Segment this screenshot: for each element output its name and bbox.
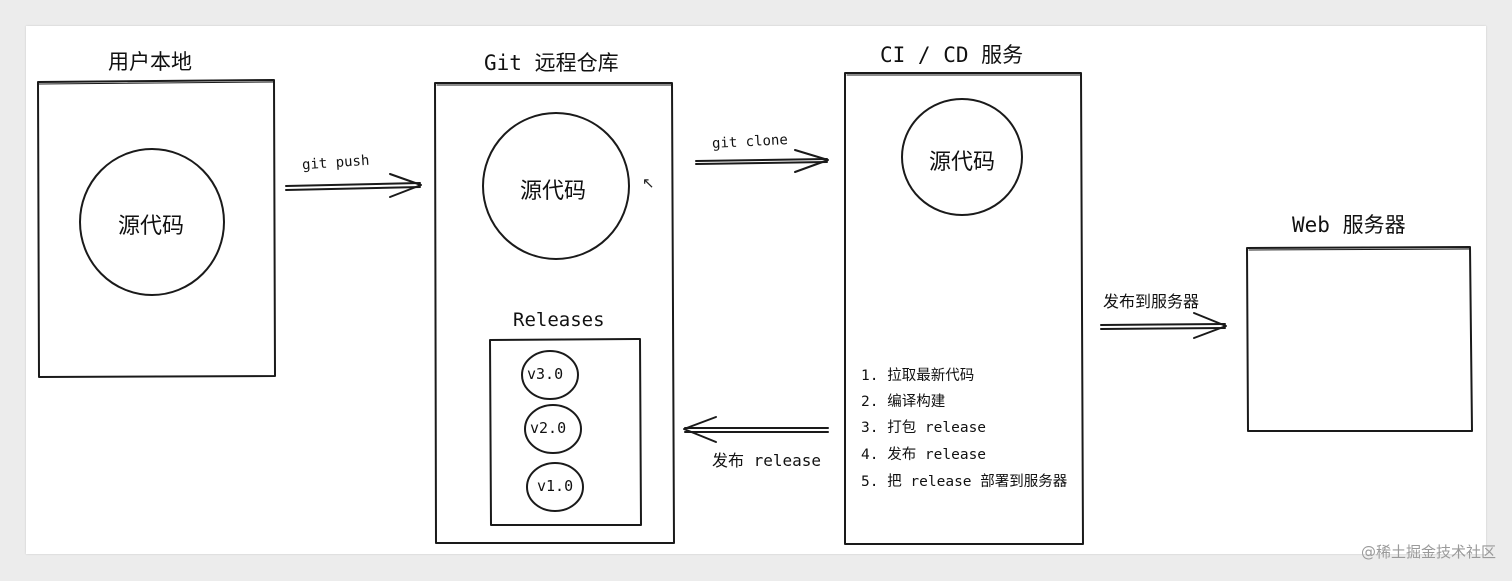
version-label-v3: v3.0: [527, 365, 564, 383]
local-box: [37, 79, 276, 378]
version-circle-v3: [521, 350, 579, 400]
cursor-icon: ↖: [642, 174, 655, 192]
git-push-arrow: [285, 173, 422, 198]
publish-release-label: 发布 release: [712, 451, 822, 470]
deploy-label: 发布到服务器: [1103, 292, 1200, 311]
local-title: 用户本地: [108, 50, 192, 74]
ci-circle: [901, 98, 1023, 216]
releases-box: [489, 338, 642, 526]
ci-title: CI / CD 服务: [880, 43, 1024, 67]
web-title: Web 服务器: [1292, 213, 1406, 237]
publish-release-arrow: [683, 416, 829, 443]
version-circle-v2: [524, 404, 582, 454]
git-clone-arrow: [695, 149, 829, 173]
ci-box: [844, 72, 1084, 545]
remote-source-label: 源代码: [520, 179, 587, 204]
ci-source-label: 源代码: [929, 150, 996, 175]
version-circle-v1: [526, 462, 584, 512]
ci-step-2: 2. 编译构建: [861, 394, 946, 410]
local-source-label: 源代码: [118, 214, 185, 239]
remote-title: Git 远程仓库: [484, 51, 619, 75]
ci-step-3: 3. 打包 release: [861, 420, 987, 436]
local-circle: [79, 148, 225, 296]
releases-title: Releases: [513, 309, 605, 331]
remote-box: [434, 82, 675, 544]
remote-circle: [482, 112, 630, 260]
version-label-v1: v1.0: [537, 477, 574, 495]
deploy-arrow: [1100, 312, 1227, 339]
diagram-canvas: [26, 26, 1486, 554]
ci-step-1: 1. 拉取最新代码: [861, 368, 975, 384]
ci-step-4: 4. 发布 release: [861, 447, 987, 463]
web-box: [1246, 246, 1473, 432]
ci-step-5: 5. 把 release 部署到服务器: [861, 474, 1068, 490]
watermark: @稀土掘金技术社区: [1360, 543, 1496, 561]
version-label-v2: v2.0: [530, 419, 567, 437]
